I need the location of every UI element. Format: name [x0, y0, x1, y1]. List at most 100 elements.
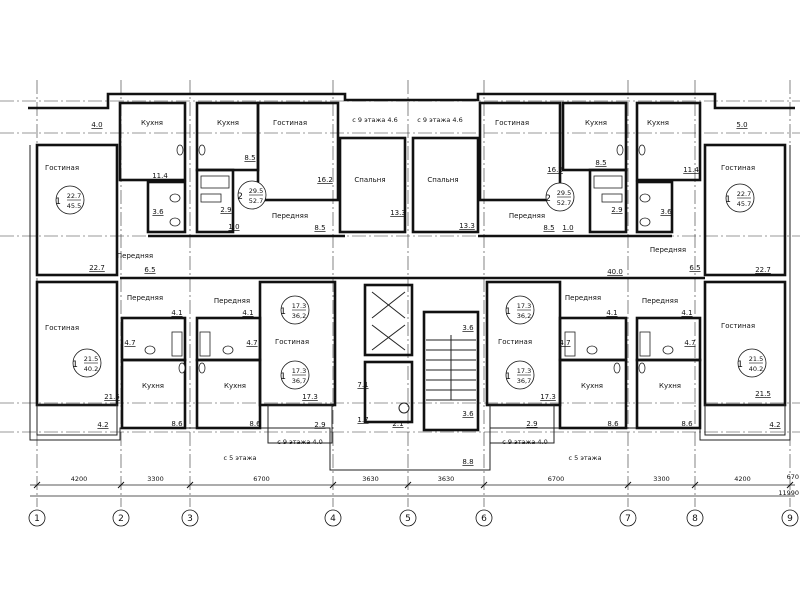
badge-living-area: 17.3: [517, 367, 531, 375]
dimension-tick: [117, 481, 125, 489]
walls: [28, 92, 795, 471]
area-value: 1.0: [562, 224, 573, 232]
area-value: 4.2: [97, 421, 108, 429]
apartment-badge: [237, 180, 267, 210]
area-value: 8.6: [607, 420, 619, 428]
dimension-value: 6700: [548, 475, 565, 483]
dimension-tick: [624, 481, 632, 489]
room-label: Кухня: [581, 382, 603, 390]
dimension-value: 3300: [653, 475, 670, 483]
balcony-bottom-right2: [489, 404, 555, 444]
area-value: 3.6: [660, 208, 672, 216]
living-room-top-right: [703, 143, 787, 277]
balcony-note: с 9 этажа 4.6: [417, 116, 462, 124]
dimension-value: 4200: [71, 475, 88, 483]
area-value: 40.0: [607, 268, 623, 276]
area-value: 4.1: [681, 309, 692, 317]
living-room-bottom-left: [35, 280, 119, 407]
axis-label: 5: [405, 514, 411, 524]
balcony-bottom-left: [36, 404, 118, 436]
axis-label: 8: [692, 514, 698, 524]
area-value: 4.2: [769, 421, 780, 429]
badge-total-area: 36,2: [292, 312, 306, 320]
axis-label: 3: [187, 514, 193, 524]
room-label: Передняя: [650, 246, 686, 254]
apartment-badge: [55, 185, 85, 215]
area-value: 22.7: [89, 264, 105, 272]
axis-marker: [28, 509, 46, 527]
area-value: 13.3: [459, 222, 475, 230]
room-label: Спальня: [427, 176, 458, 184]
room-label: Гостиная: [275, 338, 309, 346]
area-value: 4.7: [684, 339, 695, 347]
balcony-note: с 9 этажа 4.0: [502, 438, 547, 446]
dimension-tick: [186, 481, 194, 489]
bedroom-right: [411, 136, 480, 234]
area-value: 8.8: [462, 458, 473, 466]
living-room-top-left: [35, 143, 119, 277]
room-label: Передняя: [272, 212, 308, 220]
area-value: 7.1: [357, 381, 368, 389]
area-value: 8.6: [171, 420, 183, 428]
room-label: Передняя: [509, 212, 545, 220]
dimension-tick: [480, 481, 488, 489]
kitchen-bottom-left: [120, 358, 187, 430]
axis-label: 6: [481, 514, 487, 524]
bedroom-left: [338, 136, 407, 234]
area-value: 22.7: [755, 266, 771, 274]
area-value: 8.6: [249, 420, 261, 428]
balcony-bottom-right: [704, 404, 786, 436]
badge-total-area: 36,2: [517, 312, 531, 320]
kitchen-bottom-left2: [195, 358, 262, 430]
apartment-badge: [505, 295, 535, 325]
axis-label: 9: [787, 514, 793, 524]
badge-total-area: 40.2: [749, 365, 763, 373]
room-label: Кухня: [141, 119, 163, 127]
dimension-tick: [786, 481, 794, 489]
room-label: Кухня: [224, 382, 246, 390]
area-value: 2.9: [314, 421, 325, 429]
badge-living-area: 21.5: [749, 355, 763, 363]
dimension-tick: [33, 481, 41, 489]
area-value: 3.6: [152, 208, 164, 216]
area-value: 8.5: [244, 154, 255, 162]
dimension-value: 3630: [362, 475, 379, 483]
badge-living-area: 17.3: [292, 367, 306, 375]
axis-marker: [324, 509, 342, 527]
badge-total-area: 45.7: [737, 200, 751, 208]
area-value: 2.9: [526, 420, 537, 428]
room-label: Передняя: [214, 297, 250, 305]
room-label: Гостиная: [721, 164, 755, 172]
living-room-top-right2: [478, 101, 562, 202]
kitchen-top-right: [635, 101, 702, 182]
badge-living-area: 29.5: [249, 187, 263, 195]
badge-room-count: 1: [725, 195, 731, 205]
axis-label: 7: [625, 514, 631, 524]
room-label: Гостиная: [45, 164, 79, 172]
apartment-badge: [545, 182, 575, 212]
balcony-note: с 9 этажа 4.0: [277, 438, 322, 446]
apartment-badge: [280, 295, 310, 325]
area-value: 6.5: [689, 264, 700, 272]
badge-living-area: 17.3: [517, 302, 531, 310]
area-value: 11.4: [683, 166, 699, 174]
badge-living-area: 17.3: [292, 302, 306, 310]
room-label: Кухня: [142, 382, 164, 390]
balcony-note: с 9 этажа 4.6: [352, 116, 397, 124]
area-value: 4.1: [242, 309, 253, 317]
area-value: 2.1: [392, 420, 403, 428]
badge-total-area: 45.5: [67, 202, 81, 210]
area-value: 8.6: [681, 420, 693, 428]
area-value: 2.9: [220, 206, 231, 214]
badge-living-area: 22.7: [67, 192, 81, 200]
kitchen-top-left: [118, 101, 187, 182]
room-label: Передняя: [642, 297, 678, 305]
area-value: 1.0: [228, 223, 239, 231]
dimension-tick: [404, 481, 412, 489]
area-value: 8.5: [314, 224, 325, 232]
area-value: 1.7: [357, 416, 368, 424]
bathroom-top-left: [146, 180, 187, 234]
area-value: 16.2: [317, 176, 333, 184]
apartment-badge: [72, 348, 102, 378]
